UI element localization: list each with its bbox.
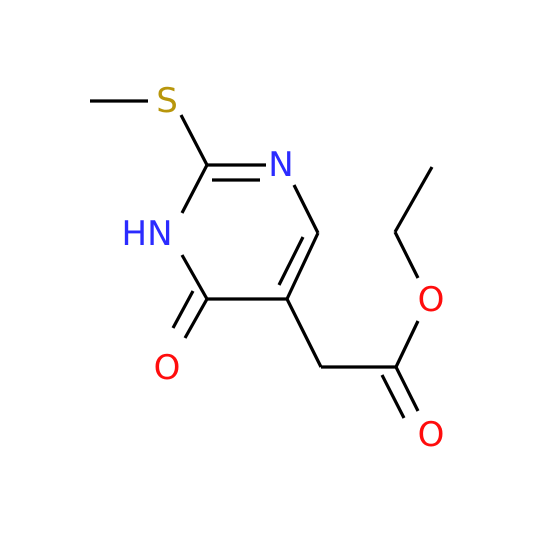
bond-c2-n1: [180, 164, 209, 214]
atom-ring-nitrogen: N: [268, 145, 293, 185]
bond-c4-c5: [285, 232, 320, 300]
bond-o-ester-ch2: [393, 231, 420, 279]
bond-c6-o-keto: [183, 298, 209, 339]
atom-ring-nh: HN: [122, 214, 173, 254]
atom-labels: S N HN O O O: [122, 81, 445, 455]
atom-carbonyl-oxygen: O: [418, 415, 445, 455]
bond-s-c2: [179, 114, 209, 166]
bonds: [90, 99, 434, 419]
bond-c4-c5-double: [277, 236, 305, 286]
atom-keto-oxygen: O: [154, 348, 181, 388]
bond-cester-o-ester: [394, 320, 420, 368]
bond-ethyl: [393, 166, 434, 233]
atom-ester-oxygen: O: [418, 280, 445, 320]
bond-cester-o-carbonyl: [394, 366, 420, 412]
bond-n3-c4: [292, 184, 320, 234]
bond-cester-o-carbonyl-double: [380, 374, 406, 419]
atom-sulfur: S: [156, 81, 178, 121]
bond-c6-o-keto-double: [171, 290, 195, 329]
bond-c5-ch2: [285, 298, 323, 368]
bond-c6-n1: [180, 254, 209, 300]
